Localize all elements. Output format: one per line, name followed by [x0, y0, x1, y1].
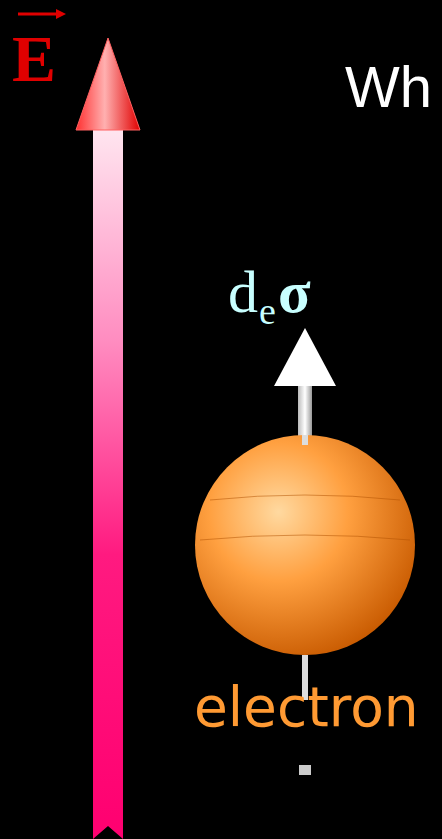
field-arrow [76, 38, 140, 839]
dipole-symbol: d [228, 262, 258, 322]
heading-text: Wh [345, 58, 432, 116]
particle-label: electron [194, 680, 419, 735]
dipole-subscript: e [259, 292, 276, 330]
vector-arrow [18, 9, 66, 19]
field-symbol: E [12, 26, 56, 92]
spin-symbol: σ [278, 262, 311, 322]
electron-sphere [195, 435, 415, 655]
